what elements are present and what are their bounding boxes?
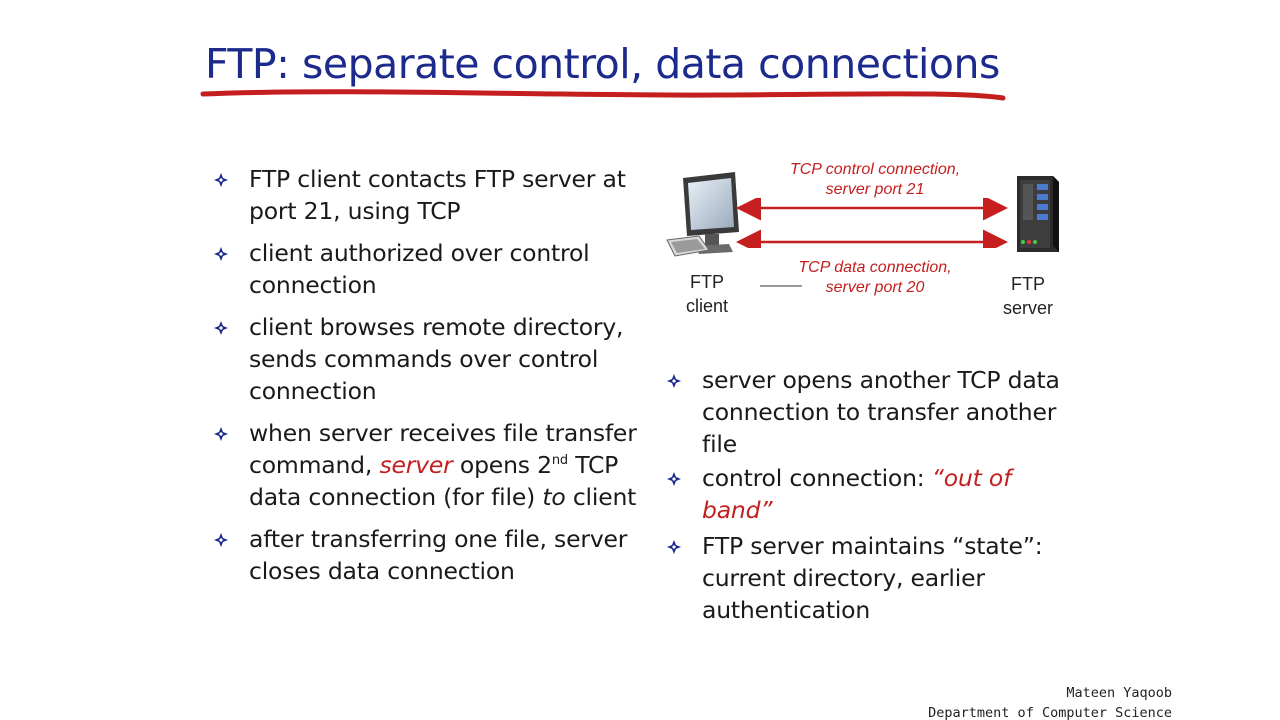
- bullet-text: client browses remote directory, sends c…: [249, 313, 624, 405]
- bullet-text: TCP data connection (for file): [249, 451, 619, 511]
- author-name: Mateen Yaqoob: [1066, 685, 1172, 701]
- bullet-item: after transferring one file, server clos…: [214, 523, 674, 587]
- bullet-text: FTP client contacts FTP server at port 2…: [249, 165, 626, 225]
- computer-icon: [666, 172, 739, 257]
- diamond-bullet-icon: [214, 427, 228, 441]
- bullet-text: after transferring one file, server clos…: [249, 525, 628, 585]
- bullet-text: FTP server maintains “state”: current di…: [702, 532, 1043, 624]
- diamond-bullet-icon: [667, 374, 681, 388]
- bullet-text: client authorized over control connectio…: [249, 239, 590, 299]
- slide-footer: Mateen Yaqoob Department of Computer Sci…: [928, 683, 1172, 720]
- bullet-text: “out of band”: [702, 464, 1012, 524]
- left-bullet-list: FTP client contacts FTP server at port 2…: [214, 163, 674, 587]
- bullet-text: when server receives file transfer comma…: [249, 419, 637, 479]
- bullet-item: control connection: “out of band”: [667, 462, 1087, 526]
- bullet-item: client browses remote directory, sends c…: [214, 311, 674, 407]
- diamond-bullet-icon: [214, 247, 228, 261]
- ftp-server-label: FTP server: [1002, 274, 1053, 318]
- bullet-item: when server receives file transfer comma…: [214, 417, 674, 513]
- data-connection-label: TCP data connection, server port 20: [798, 259, 952, 296]
- bullet-text: server: [379, 451, 453, 479]
- bullet-text: control connection:: [702, 464, 932, 492]
- bullet-text: nd: [551, 453, 568, 469]
- diamond-bullet-icon: [214, 533, 228, 547]
- department-name: Department of Computer Science: [928, 705, 1172, 720]
- bullet-item: FTP client contacts FTP server at port 2…: [214, 163, 674, 227]
- bullet-text: opens 2: [452, 451, 552, 479]
- diamond-bullet-icon: [214, 321, 228, 335]
- diamond-bullet-icon: [214, 173, 228, 187]
- ftp-client-label: FTP client: [685, 272, 729, 316]
- label-leader-line: [760, 285, 802, 287]
- right-bullet-list: server opens another TCP data connection…: [667, 364, 1087, 626]
- bullet-item: FTP server maintains “state”: current di…: [667, 530, 1087, 626]
- diamond-bullet-icon: [667, 472, 681, 486]
- bullet-item: client authorized over control connectio…: [214, 237, 674, 301]
- slide-title: FTP: separate control, data connections: [205, 40, 1000, 88]
- bullet-text: to: [542, 483, 566, 511]
- connection-arrows: [736, 198, 1008, 248]
- title-underline: [200, 89, 1006, 101]
- bullet-text: client: [565, 483, 637, 511]
- bullet-item: server opens another TCP data connection…: [667, 364, 1087, 460]
- diamond-bullet-icon: [667, 540, 681, 554]
- server-tower-icon: [1017, 176, 1059, 252]
- bullet-text: server opens another TCP data connection…: [702, 366, 1060, 458]
- control-connection-label: TCP control connection, server port 21: [789, 161, 961, 198]
